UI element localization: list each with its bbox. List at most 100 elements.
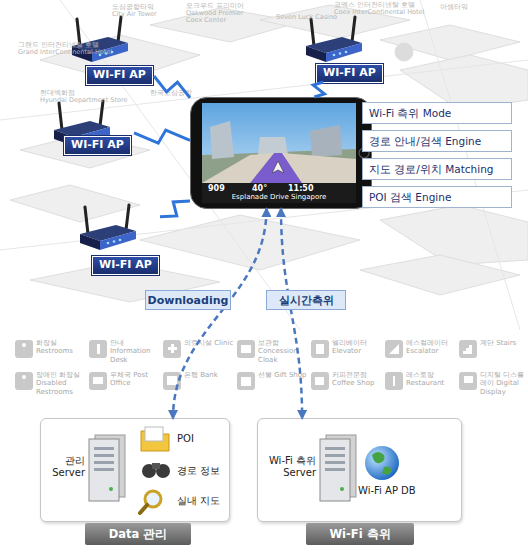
icon-glyph (97, 344, 100, 354)
map-label: 한국도심공항 (150, 90, 192, 97)
facility-label: 보관함 Concession Cloak (258, 339, 308, 364)
map-label: Hyundai Department Store (40, 97, 128, 104)
access-point: WI-FI AP (50, 100, 134, 154)
server-slot (325, 454, 345, 457)
facility-icon (311, 372, 329, 390)
signal-bolt (154, 76, 190, 98)
icon-glyph (316, 344, 324, 354)
server-tower (89, 439, 119, 501)
feature-box: 경로 안내/검색 Engine (362, 130, 512, 152)
map-building (10, 185, 140, 222)
facility-label: 엘리베이터 Elevator (332, 339, 382, 356)
screen-building (310, 125, 342, 157)
router-led (339, 52, 342, 55)
node-text: 11:50 (288, 184, 313, 193)
map-building (360, 255, 520, 295)
facility-icon (237, 372, 255, 390)
map-label: Coex InterContinental Hotel (334, 9, 424, 16)
access-point: WI-FI AP (76, 204, 160, 274)
node-text: 실내 지도 (177, 495, 220, 507)
router-led (333, 54, 336, 57)
node-text: 경로 정보 (177, 465, 220, 477)
road (282, 153, 356, 183)
phone-body (191, 98, 372, 209)
map-building (20, 135, 150, 168)
icon-glyph (393, 376, 395, 386)
node-text: Data 관리 (85, 523, 191, 545)
signal-bolt (313, 82, 324, 97)
icon-glyph (389, 344, 399, 354)
router-icon (76, 204, 140, 254)
road (202, 153, 274, 183)
node-text: WI-FI AP (64, 136, 131, 155)
facility-label: 계단 Stairs (480, 339, 528, 347)
facility-icons (15, 340, 477, 390)
screen-building (258, 137, 288, 155)
antenna (311, 19, 314, 46)
facility-icon (237, 340, 255, 358)
node-text: POI (177, 433, 194, 445)
router-side (100, 231, 136, 250)
facility-label: 의료시설 Clinic (184, 339, 234, 347)
router-led (345, 51, 348, 54)
server-slot (94, 468, 114, 471)
globe-land (382, 467, 392, 475)
facility-glyphs (22, 343, 473, 386)
facility-icon (385, 372, 403, 390)
status-bar (202, 183, 356, 203)
server-slot (94, 447, 114, 450)
node-text: 관리 Server (47, 455, 85, 478)
icon-glyph (241, 345, 251, 353)
map-streets (0, 0, 528, 330)
magnifier-handle (140, 505, 147, 513)
map-label: 아셈타워 (440, 4, 468, 11)
signal-bolt (134, 130, 190, 143)
node-text: POI 검색 Engine (369, 191, 451, 203)
icon-glyph (93, 377, 103, 384)
server-tower (320, 439, 350, 501)
router-front (306, 46, 326, 62)
data-panel: 관리 ServerPOI경로 정보실내 지도Data 관리 (40, 418, 230, 522)
street-line (0, 190, 528, 250)
globe-icon (365, 446, 399, 480)
facility-icon (15, 340, 33, 358)
server-slot (325, 447, 345, 450)
node-text: 40° (252, 184, 267, 193)
globe-land (372, 452, 385, 463)
node-text: Wi-Fi 측위 Server (260, 455, 316, 478)
node-text: WI-FI AP (316, 64, 383, 83)
facility-label: 화장실 Restrooms (36, 339, 86, 356)
facility-icon (311, 340, 329, 358)
phone-screen (202, 103, 356, 203)
feature-box: POI 검색 Engine (362, 186, 512, 208)
facility-icon (459, 340, 477, 358)
map-label: City Air Tower (112, 11, 157, 18)
server-led (109, 487, 113, 491)
dashed-arrow (173, 209, 266, 418)
icon-glyph (315, 377, 324, 385)
facility-icon (385, 340, 403, 358)
antenna (85, 207, 88, 234)
server-slot (325, 468, 345, 471)
screen-building (210, 121, 234, 159)
node-text: 지도 경로/위치 Matching (369, 163, 494, 175)
server-slot (94, 454, 114, 457)
icon-glyph (22, 343, 26, 347)
antenna (118, 17, 121, 42)
facility-label: 커피전문점 Coffee Shop (332, 371, 382, 388)
icon-glyph (464, 376, 473, 383)
icon-glyph (241, 377, 251, 386)
facility-label: 우체국 Post Office (110, 371, 160, 388)
facility-label: 레스토랑 Restaurant (406, 371, 456, 388)
antenna (59, 103, 62, 130)
map-building (380, 25, 520, 60)
node-text: 경로 안내/검색 Engine (369, 135, 481, 147)
facility-label: 안내 Information Desk (110, 339, 160, 364)
antenna (126, 205, 129, 230)
router-led (113, 240, 116, 243)
router-icon (68, 16, 132, 66)
signal-bolt (160, 201, 190, 217)
map-label: Seven Luck Casino (276, 14, 337, 21)
edge-label: 실시간측위 (266, 290, 346, 310)
